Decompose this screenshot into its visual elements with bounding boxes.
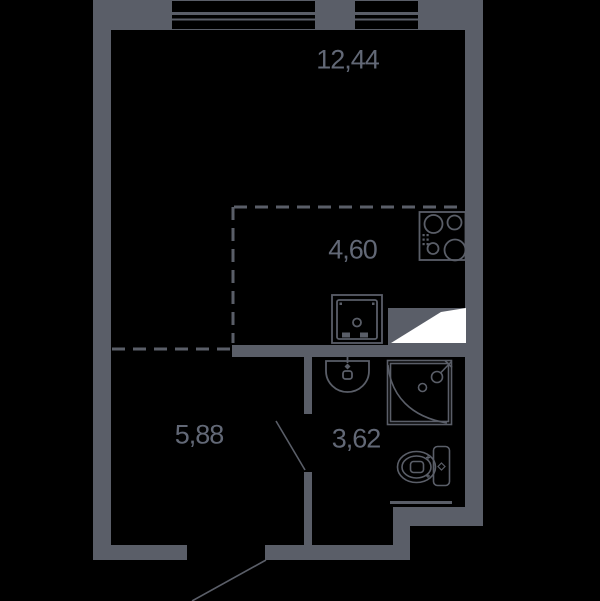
window-icon-right (355, 1, 418, 29)
bathroom-niche-edge (390, 501, 452, 504)
toilet-icon (396, 445, 451, 487)
entrance-door-swing-icon (191, 559, 267, 601)
area-label-kitchen-zone: 4,60 (328, 234, 378, 265)
area-label-bathroom: 3,62 (331, 423, 382, 454)
bottom-wall-right (265, 545, 410, 560)
area-label-living-room: 12,44 (316, 44, 380, 75)
right-wall (465, 0, 483, 507)
area-label-hallway: 5,88 (174, 419, 225, 450)
stove-icon (418, 211, 467, 262)
washbasin-icon (325, 357, 370, 393)
kitchen-zone-dashed-boundary (231, 205, 464, 343)
bathroom-divider-upper (304, 357, 312, 414)
bottom-right-step-wall (393, 507, 483, 526)
washing-machine-icon (331, 294, 383, 344)
window-icon-left (172, 1, 315, 29)
shower-icon (386, 359, 453, 426)
bottom-wall-left (93, 545, 187, 560)
bathroom-door-icon (275, 420, 306, 471)
bottom-right-step-connector (393, 526, 410, 560)
bathroom-divider-lower (304, 472, 312, 545)
bathroom-top-wall (232, 345, 465, 357)
left-wall (93, 0, 111, 560)
entrance-door-icon (391, 308, 466, 343)
